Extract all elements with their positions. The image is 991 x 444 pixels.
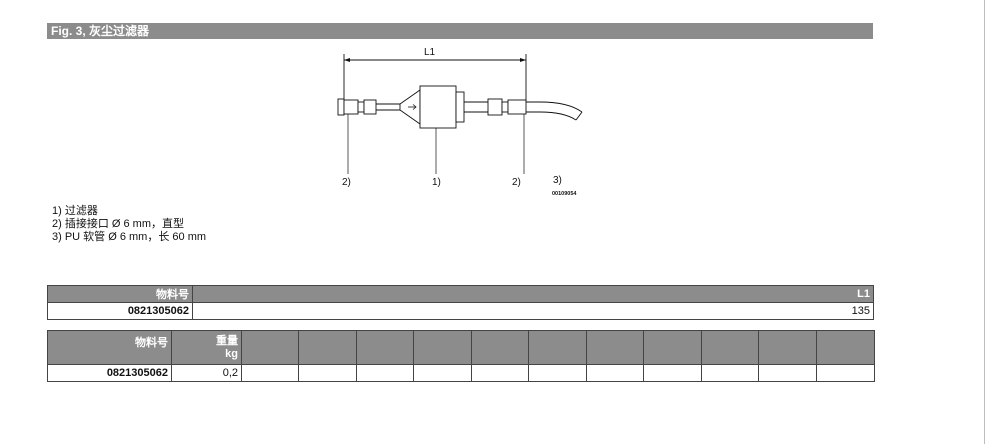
dimensions-header-l1: L1: [192, 285, 874, 303]
legend-item-fitting: 2) 插接接口 Ø 6 mm，直型: [52, 218, 185, 230]
pu-hose: [526, 101, 583, 121]
weight-cell-empty: [701, 364, 759, 382]
table-row: 0821305062 135: [47, 302, 874, 320]
weight-cell-empty: [586, 364, 644, 382]
weight-cell-empty: [413, 364, 472, 382]
weight-cell-empty: [758, 364, 817, 382]
callout-fitting-right: 2): [512, 177, 521, 188]
right-fitting-body: [487, 98, 503, 116]
right-fitting-nut: [507, 99, 527, 115]
dimension-label: L1: [424, 47, 436, 58]
weight-cell-part-number: 0821305062: [47, 364, 172, 382]
weight-cell-empty: [643, 364, 702, 382]
left-fitting-nut: [363, 99, 377, 115]
weight-header-empty: [816, 330, 875, 365]
dimension-line: [343, 54, 527, 102]
flow-arrow-icon: [408, 104, 417, 110]
right-fitting-neck: [501, 101, 509, 113]
dimension-arrow-left: [344, 58, 350, 62]
weight-cell-empty: [298, 364, 357, 382]
weight-table: 物料号 重量 kg 0821305062 0,2: [47, 330, 875, 382]
weight-header-empty: [413, 330, 472, 365]
weight-cell-empty: [528, 364, 587, 382]
filter-body: [419, 85, 457, 129]
callout-fitting-left: 2): [342, 177, 351, 188]
weight-header-part-number: 物料号: [47, 330, 172, 365]
left-fitting-collar: [337, 98, 345, 116]
page-edge-line: [984, 0, 985, 444]
left-fitting-body: [343, 99, 359, 115]
weight-header-empty: [758, 330, 817, 365]
weight-header-label: 重量: [216, 334, 238, 347]
weight-header-empty: [643, 330, 702, 365]
weight-header-empty: [241, 330, 299, 365]
weight-header-unit: kg: [225, 347, 238, 360]
filter-drawing-svg: L1: [337, 47, 583, 197]
weight-header-empty: [298, 330, 357, 365]
filter-drawing: L1: [320, 40, 600, 200]
table-row: 0821305062 0,2: [47, 364, 875, 382]
weight-header-weight: 重量 kg: [171, 330, 242, 365]
weight-cell-weight: 0,2: [171, 364, 242, 382]
dimensions-table: 物料号 L1 0821305062 135: [47, 285, 874, 320]
weight-header-empty: [586, 330, 644, 365]
legend-item-filter: 1) 过滤器: [52, 205, 98, 217]
weight-cell-empty: [356, 364, 414, 382]
callout-hose: 3): [553, 175, 562, 186]
left-fitting-neck: [357, 101, 365, 113]
dimensions-header-part-number: 物料号: [47, 285, 193, 303]
weight-cell-empty: [816, 364, 875, 382]
legend-item-hose: 3) PU 软管 Ø 6 mm，长 60 mm: [52, 231, 207, 243]
weight-header-empty: [356, 330, 414, 365]
weight-cell-empty: [241, 364, 299, 382]
drawing-id: 00109054: [552, 191, 577, 197]
weight-header-empty: [701, 330, 759, 365]
weight-cell-empty: [471, 364, 529, 382]
figure-title: Fig. 3, 灰尘过滤器: [47, 23, 873, 39]
filter-cap: [455, 91, 465, 123]
dimension-arrow-right: [520, 58, 526, 62]
dimensions-cell-part-number: 0821305062: [47, 302, 193, 320]
dimensions-cell-l1: 135: [192, 302, 874, 320]
weight-header-empty: [471, 330, 529, 365]
callout-filter: 1): [432, 177, 441, 188]
weight-header-empty: [528, 330, 587, 365]
legend: 1) 过滤器 2) 插接接口 Ø 6 mm，直型 3) PU 软管 Ø 6 mm…: [52, 205, 206, 244]
